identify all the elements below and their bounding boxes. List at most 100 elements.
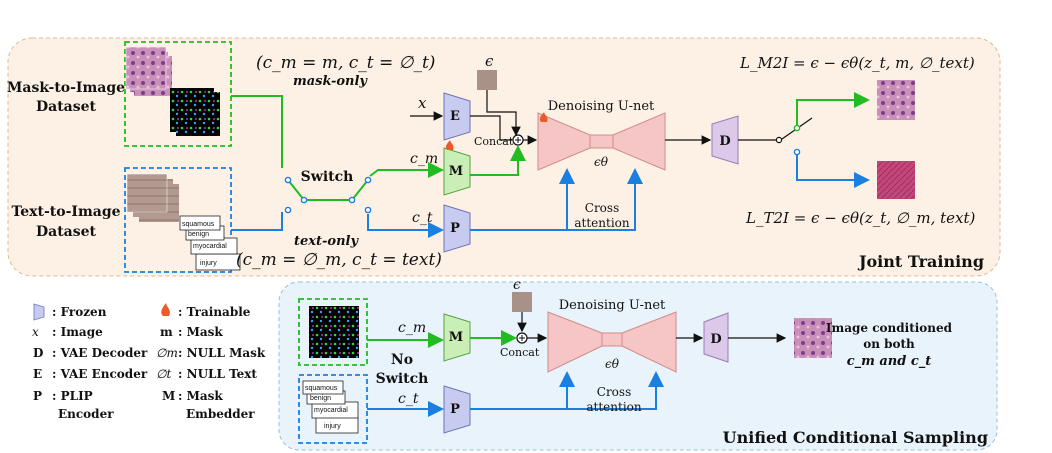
legend-symbol: ∅t: [156, 367, 171, 381]
output-text-2: on both: [863, 337, 915, 351]
legend-mask-embedder-2: Embedder: [186, 407, 255, 421]
text-card-stack: squamous benign myocardial injury: [179, 215, 241, 271]
text-dataset-label-2: Dataset: [36, 224, 97, 240]
plip-encoder-block: [443, 204, 471, 253]
legend-trainable: : Trainable: [178, 305, 251, 319]
plip-label: P: [450, 221, 460, 236]
text-only-formula: (c_m = ∅_m, c_t = text): [236, 250, 442, 270]
output-text-1: Image conditioned: [826, 321, 953, 335]
unet-symbol: ϵθ: [594, 155, 609, 169]
legend-vae-decoder: : VAE Decoder: [52, 346, 148, 360]
no-switch-label-2: Switch: [376, 371, 429, 387]
text-dataset-label-1: Text-to-Image: [11, 204, 120, 220]
legend-symbol: ∅m: [156, 346, 178, 360]
mask-embedder-label: M: [449, 164, 463, 179]
ct-label: c_t: [412, 210, 433, 226]
m-to-concat: [470, 145, 526, 176]
mask-embedder-block: [443, 147, 471, 196]
mask-dataset-line: [231, 95, 283, 168]
text-card: benign: [188, 231, 209, 238]
mask-only-label: mask-only: [293, 74, 368, 89]
cross-attention-label-2: attention: [574, 216, 630, 230]
flame-icon: [161, 303, 170, 316]
sampling-unet-title: Denoising U-net: [559, 298, 666, 313]
text-dataset-box: [124, 167, 232, 273]
text-card: myocardial: [193, 243, 227, 250]
sampling-mask-embedder-block: [443, 313, 471, 362]
t2i-loss: L_T2I = ϵ − ϵθ(z_t, ∅_m, text): [745, 209, 976, 227]
sampling-concat-label: Concat: [500, 346, 540, 359]
cross-attention-label-1: Cross: [585, 201, 619, 215]
encoder-label: E: [450, 109, 460, 124]
legend-plip-encoder: Encoder: [58, 407, 114, 421]
ct-arrow: [367, 214, 444, 238]
legend-symbol: P: [33, 389, 42, 403]
text-only-label: text-only: [294, 234, 359, 249]
sampling-mask-box: [298, 298, 368, 366]
mask-only-formula: (c_m = m, c_t = ∅_t): [256, 53, 435, 73]
legend-mask-embedder: : Mask: [178, 389, 223, 403]
sampling-output-image: [794, 318, 832, 358]
sampling-decoder-label: D: [710, 332, 721, 347]
noise-thumbnail: [477, 70, 497, 90]
concat-label: Concat: [474, 135, 514, 148]
sampling-title: Unified Conditional Sampling: [723, 428, 988, 447]
mask-thumbnail: [170, 88, 214, 132]
noise-label: ϵ: [485, 52, 494, 70]
legend-null-text: : NULL Text: [178, 367, 257, 381]
decoder-label: D: [719, 134, 730, 149]
legend-symbol: M: [162, 389, 175, 403]
cm-label: c_m: [410, 151, 438, 167]
switch-label: Switch: [301, 169, 354, 185]
legend-mask: : Mask: [178, 325, 223, 339]
legend-image: : Image: [52, 325, 103, 339]
legend-frozen: : Frozen: [52, 305, 107, 319]
sampling-unet-symbol: ϵθ: [605, 357, 620, 371]
cm-arrow: [369, 162, 444, 178]
text-card: injury: [200, 260, 217, 267]
sampling-plip-to-unet: [470, 371, 664, 410]
t2i-output-arrow: [796, 155, 870, 188]
sampling-noise-label: ϵ: [513, 277, 521, 293]
joint-training-title: Joint Training: [857, 252, 984, 271]
sampling-text-card-stack: squamous benign myocardial injury: [302, 380, 359, 434]
sampling-ct-label: c_t: [398, 391, 419, 407]
sampling-cross-attention-1: Cross: [597, 385, 631, 399]
text-dataset-line: [231, 212, 283, 231]
legend-symbol: x: [32, 325, 39, 339]
vae-encoder-block: [443, 92, 471, 141]
mask-dataset-label-1: Mask-to-Image: [7, 80, 125, 96]
mask-dataset-label-2: Dataset: [36, 99, 97, 115]
flame-icon: [539, 112, 548, 122]
m2i-output-arrow: [796, 92, 870, 125]
output-text-3: c_m and c_t: [847, 354, 932, 369]
sampling-plip-block: [443, 385, 471, 434]
legend-plip: : PLIP: [52, 389, 93, 403]
legend-symbol: m: [160, 325, 173, 339]
text-card: squamous: [305, 385, 338, 392]
flame-icon: [445, 140, 454, 150]
legend-symbol: E: [33, 367, 42, 381]
text-card: squamous: [182, 221, 215, 228]
m2i-loss: L_M2I = ϵ − ϵθ(z_t, m, ∅_text): [739, 54, 975, 72]
sampling-noise-thumbnail: [512, 292, 532, 312]
vae-decoder-block: [711, 115, 739, 165]
joint-training-panel: [7, 37, 1001, 277]
sampling-plip-label: P: [450, 402, 460, 417]
x-label: x: [418, 94, 427, 112]
plip-to-unet: [470, 168, 643, 231]
frozen-legend-icon: [33, 303, 45, 321]
text-card: myocardial: [314, 407, 348, 414]
unet-title: Denoising U-net: [548, 99, 655, 114]
sampling-decoder-block: [703, 312, 729, 363]
sampling-cross-attention-2: attention: [586, 400, 642, 414]
encoder-to-concat: [470, 115, 512, 141]
sampling-text-box: [298, 374, 368, 444]
no-switch-label-1: No: [391, 352, 413, 368]
tissue-thumbnail: [125, 46, 167, 90]
m2i-output-image: [877, 80, 915, 120]
legend-vae-encoder: : VAE Encoder: [52, 367, 148, 381]
texture-thumbnail: [126, 173, 168, 213]
legend-null-mask: : NULL Mask: [178, 346, 266, 360]
